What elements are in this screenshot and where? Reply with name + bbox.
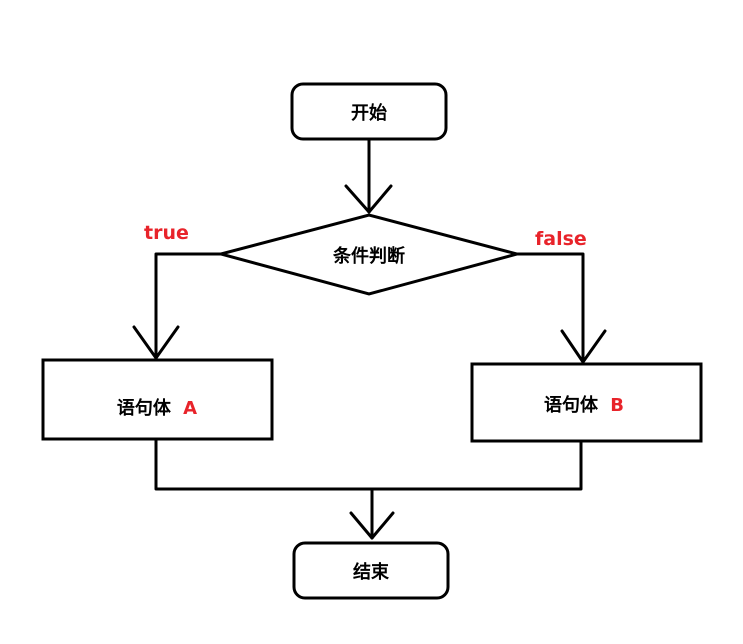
statement-b-label: 语句体 — [544, 394, 599, 416]
statement-b-node: 语句体 B — [470, 362, 703, 443]
condition-label: 条件判断 — [332, 245, 405, 267]
statement-a-label: 语句体 — [117, 397, 172, 419]
false-branch-label: false — [535, 228, 587, 250]
statement-b-suffix: B — [610, 395, 624, 416]
end-label: 结束 — [353, 561, 390, 583]
end-node: 结束 — [292, 541, 450, 600]
true-branch-label: true — [144, 222, 189, 244]
svg-text:语句体 B: 语句体 B — [544, 394, 624, 416]
arrow-start-to-condition — [344, 137, 393, 214]
arrow-merge-to-end — [154, 437, 583, 540]
start-label: 开始 — [351, 102, 387, 124]
start-node: 开始 — [290, 82, 448, 141]
arrow-false-branch — [515, 252, 607, 364]
statement-a-node: 语句体 A — [41, 358, 274, 441]
condition-node: 条件判断 — [215, 213, 523, 296]
statement-a-suffix: A — [183, 398, 197, 419]
svg-text:语句体 A: 语句体 A — [117, 397, 197, 419]
arrow-true-branch — [132, 252, 223, 360]
